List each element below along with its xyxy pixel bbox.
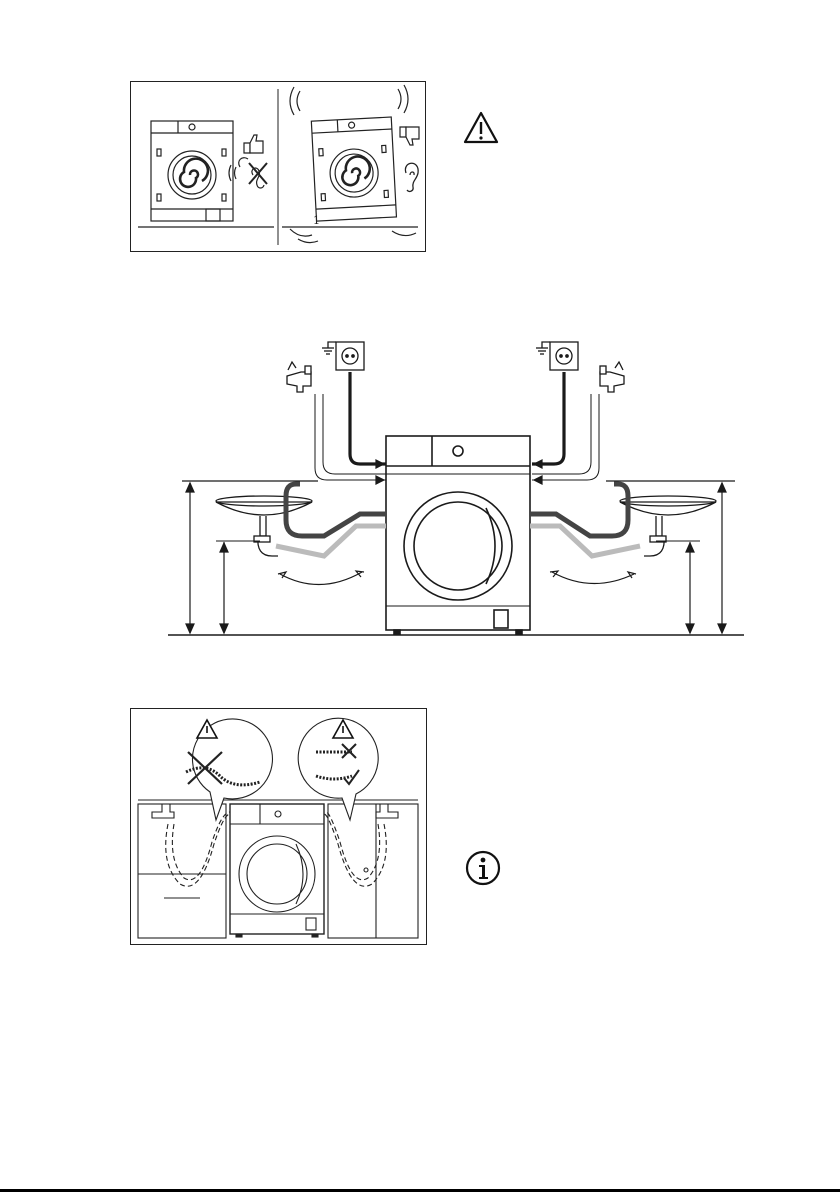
water-tap-left (287, 362, 311, 392)
water-tap-right (600, 362, 624, 392)
power-socket-left (322, 342, 364, 370)
connections-figure (160, 330, 750, 642)
level-check-figure: 1 (130, 81, 426, 252)
sink-left (216, 496, 312, 556)
foot-label: 1 (313, 214, 320, 227)
hose-routing-figure (130, 708, 427, 945)
power-socket-right (536, 342, 578, 370)
warning-triangle-icon (462, 110, 500, 146)
info-circle-icon (464, 849, 502, 887)
washing-machine-drawing (386, 436, 530, 634)
